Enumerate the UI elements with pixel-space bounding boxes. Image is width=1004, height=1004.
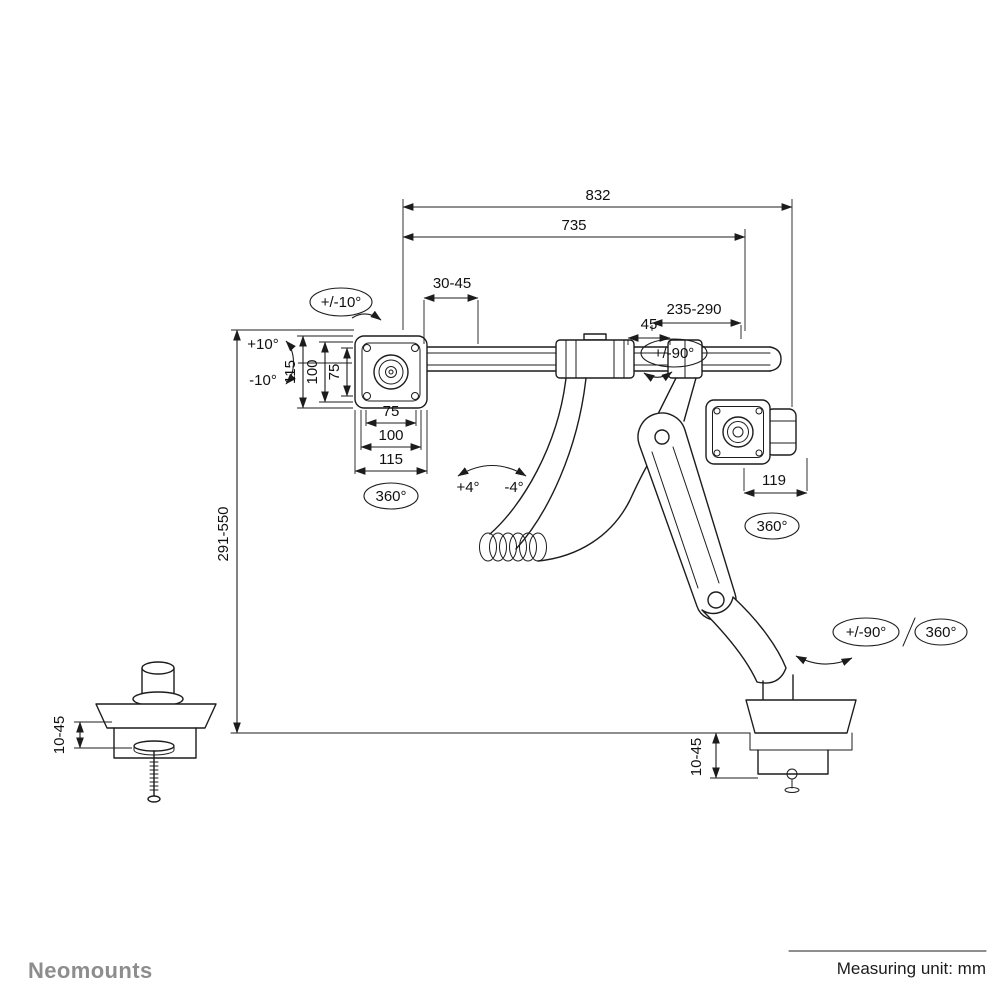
dim-head-depth: 119 <box>762 472 786 489</box>
dim-vesa-v-75: 75 <box>326 364 343 381</box>
elbow-joint <box>707 591 725 609</box>
desk-clamp-detail-left <box>95 661 217 803</box>
rail-center-mount <box>555 333 635 379</box>
dim-clamp-right: 10-45 <box>688 738 705 776</box>
dim-vesa-h-100: 100 <box>378 427 403 444</box>
base-rotation-arrow-icon <box>795 655 853 666</box>
slash-divider <box>902 617 916 647</box>
brand-logo: Neomounts <box>28 958 153 983</box>
upper-pivot-joint <box>654 429 670 445</box>
dim-tilt-up: +10° <box>247 336 278 353</box>
rail-arm-head-block <box>667 339 703 379</box>
cable-hook <box>479 377 665 562</box>
dim-base-rotation: 360° <box>925 624 956 641</box>
dim-pivot-swivel: +/-90° <box>654 345 695 362</box>
spring-coil-icon <box>479 532 547 562</box>
dim-vesa-v-115: 115 <box>282 360 299 384</box>
dim-fine-tilt-plus: +4° <box>456 479 479 496</box>
dim-extension-range: 235-290 <box>666 301 721 318</box>
vesa-plate-left <box>354 335 428 409</box>
dim-vesa-v-100: 100 <box>304 359 321 384</box>
fine-tilt-arrow-icon <box>457 465 527 477</box>
tilt-arrow-icon <box>351 310 382 321</box>
dim-fine-tilt-minus: -4° <box>504 479 523 496</box>
dim-height-range: 291-550 <box>215 506 232 561</box>
dimension-annotations: 832 735 30-45 +/-10° 45 235-290 +/-90° +… <box>51 187 968 779</box>
dim-slot-range: 30-45 <box>433 275 471 292</box>
swivel-arrow-icon <box>643 371 673 382</box>
forearm <box>701 596 787 684</box>
measuring-unit-label: Measuring unit: mm <box>837 959 986 978</box>
gas-spring-arm <box>637 377 794 701</box>
dim-vesa-h-75: 75 <box>383 403 400 420</box>
dim-head-rotation: 360° <box>756 518 787 535</box>
clamp-washer <box>133 740 175 752</box>
footer: Neomounts Measuring unit: mm <box>28 950 987 983</box>
dim-gap: 45 <box>641 316 658 333</box>
dim-vesa-h-115: 115 <box>379 451 403 468</box>
base-post <box>762 674 794 701</box>
desk-clamp-right <box>745 699 857 793</box>
dim-rail-width: 735 <box>561 217 586 234</box>
vesa-plate-right <box>705 399 797 465</box>
tilt-range-arrow-icon <box>285 340 296 385</box>
dim-head-tilt: +/-10° <box>321 294 362 311</box>
dim-base-swivel: +/-90° <box>846 624 887 641</box>
dim-total-width: 832 <box>585 187 610 204</box>
dim-tilt-down: -10° <box>249 372 277 389</box>
dim-vesa-rotation: 360° <box>375 488 406 505</box>
desk-mount-drawing <box>95 333 857 803</box>
dim-clamp-left: 10-45 <box>51 716 68 754</box>
